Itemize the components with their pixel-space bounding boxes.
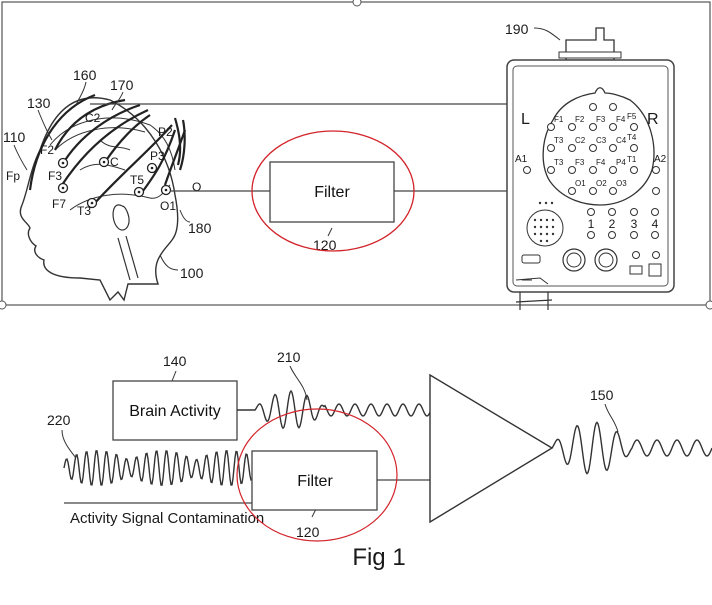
svg-text:F3: F3 (596, 115, 606, 124)
ref-160: 160 (73, 67, 97, 83)
resize-handle-left[interactable] (0, 300, 7, 310)
svg-text:O3: O3 (616, 179, 627, 188)
resize-handle-right[interactable] (705, 300, 712, 310)
site-o: O (192, 180, 201, 194)
svg-text:T3: T3 (554, 158, 564, 167)
ref-120-top: 120 (313, 237, 337, 253)
channel-1: 1 (588, 217, 595, 231)
ref-220: 220 (47, 412, 71, 428)
device-grid-dots (533, 201, 555, 243)
device-book-icon (629, 265, 643, 275)
svg-text:T4: T4 (627, 133, 637, 142)
electrode-wires (28, 93, 187, 206)
brain-activity-block: Brain Activity (112, 380, 238, 441)
ref-190: 190 (505, 21, 529, 37)
svg-text:F4: F4 (596, 158, 606, 167)
noise-signal-wave (63, 450, 253, 486)
ref-130: 130 (27, 95, 51, 111)
image-selection-frame[interactable] (0, 0, 712, 310)
svg-text:O1: O1 (575, 179, 586, 188)
ref-150: 150 (590, 387, 614, 403)
filter-block-top: Filter (269, 161, 395, 223)
device-site-labels: F1 F2 F3 F4 F5 T3 C2 C3 C4 T4 T3 F3 F4 P… (554, 112, 637, 188)
highlight-ellipse-top (251, 130, 415, 252)
device-knob-1 (562, 248, 586, 272)
svg-text:O2: O2 (596, 179, 607, 188)
channel-3: 3 (631, 217, 638, 231)
signal-lines-top (90, 103, 570, 192)
device-knob-2 (594, 248, 618, 272)
svg-text:C3: C3 (596, 136, 607, 145)
ref-100: 100 (180, 265, 204, 281)
site-c: C (110, 155, 119, 169)
svg-text:C2: C2 (575, 136, 586, 145)
device-ref-a1: A1 (515, 154, 528, 165)
site-o1: O1 (160, 199, 176, 213)
output-signal-wave (551, 421, 712, 475)
site-t5: T5 (130, 173, 144, 187)
channel-jacks (587, 208, 659, 239)
device-sockets (523, 103, 660, 195)
svg-text:F5: F5 (627, 112, 637, 121)
ref-120-bottom: 120 (296, 524, 320, 540)
ref-180: 180 (188, 220, 212, 236)
svg-text:F2: F2 (575, 115, 585, 124)
ref-210: 210 (277, 349, 301, 365)
ref-140: 140 (163, 353, 187, 369)
site-f2: F2 (40, 143, 54, 157)
device-ref-a2: A2 (654, 154, 667, 165)
site-f7: F7 (52, 197, 66, 211)
highlight-ellipse-bottom (236, 408, 398, 542)
site-c2: C2 (85, 111, 101, 125)
site-t3: T3 (77, 204, 91, 218)
resize-handle-top[interactable] (352, 0, 362, 7)
amplifier-triangle (429, 373, 554, 524)
svg-text:F1: F1 (554, 115, 564, 124)
ref-110: 110 (3, 129, 26, 145)
ref-170: 170 (110, 77, 134, 93)
device-side-right: R (647, 111, 659, 128)
device-square-button (648, 263, 662, 277)
filter-label-bottom: Filter (297, 473, 333, 490)
site-p3: P3 (150, 149, 165, 163)
svg-text:C4: C4 (616, 136, 627, 145)
svg-text:F4: F4 (616, 115, 626, 124)
channel-4: 4 (652, 217, 659, 231)
device-port (521, 254, 541, 264)
svg-text:F3: F3 (575, 158, 585, 167)
filter-label-top: Filter (314, 184, 350, 201)
usb-icon (515, 277, 549, 285)
eeg-device: L R A1 A2 F1 F2 F3 F4 F5 T3 C2 C3 C4 T4 … (506, 27, 675, 310)
filter-block-bottom: Filter (251, 450, 378, 511)
svg-text:P4: P4 (616, 158, 626, 167)
brain-activity-label: Brain Activity (129, 403, 221, 420)
site-f3: F3 (48, 169, 62, 183)
brain-signal-wave (237, 389, 431, 430)
site-fp: Fp (6, 169, 20, 183)
head-illustration: Fp F2 F3 F7 C2 C T3 T5 P2 P3 O O1 (6, 93, 201, 302)
channel-2: 2 (609, 217, 616, 231)
contamination-label: Activity Signal Contamination (70, 510, 264, 527)
svg-text:T3: T3 (554, 136, 564, 145)
figure-caption: Fig 1 (352, 544, 405, 571)
site-p2: P2 (158, 125, 173, 139)
device-side-left: L (521, 111, 530, 128)
svg-text:T1: T1 (627, 155, 637, 164)
